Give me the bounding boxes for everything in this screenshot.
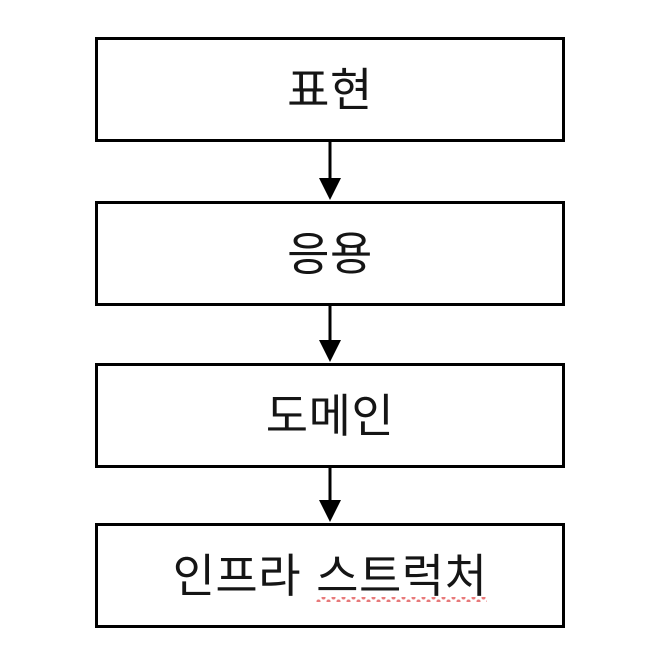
flow-node-presentation: 표현 — [95, 37, 565, 142]
flow-node-domain: 도메인 — [95, 363, 565, 468]
flow-node-domain-label: 도메인 — [265, 388, 395, 443]
flow-node-presentation-label: 표현 — [287, 62, 373, 117]
arrow-node2-node3 — [319, 306, 341, 362]
flow-node-application-label: 응용 — [287, 226, 373, 281]
flow-node-infrastructure: 인프라 스트럭처 — [95, 523, 565, 628]
flow-node-infrastructure-label-plain: 인프라 — [172, 548, 317, 603]
arrow-node1-node2 — [319, 142, 341, 200]
arrow-node3-node4 — [319, 468, 341, 522]
flow-node-infrastructure-label: 인프라 스트럭처 — [173, 548, 488, 603]
flow-node-application: 응용 — [95, 201, 565, 306]
spellcheck-underlined-text: 스트럭처 — [316, 548, 488, 603]
